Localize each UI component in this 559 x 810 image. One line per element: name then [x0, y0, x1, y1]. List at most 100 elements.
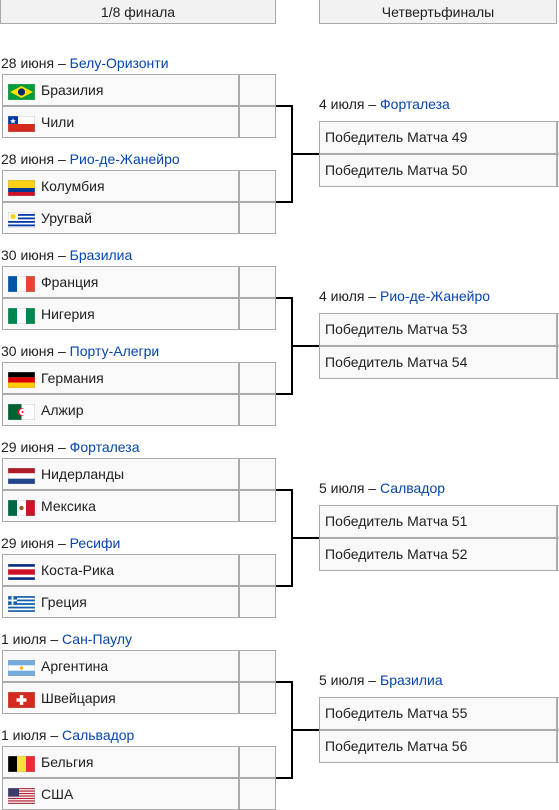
quarterfinal-score-cell [557, 505, 559, 538]
match-date: 29 июня – Ресифи [1, 534, 120, 552]
team-row: Бразилия [2, 74, 239, 106]
team-row: Нигерия [2, 298, 239, 330]
quarterfinal-slot: Победитель Матча 56 [319, 730, 557, 763]
quarterfinal-slot-label: Победитель Матча 51 [325, 513, 468, 529]
quarterfinal-score-cell [557, 154, 559, 187]
match-venue-link[interactable]: Ресифи [69, 535, 121, 551]
team-name-link[interactable]: Бельгия [41, 754, 94, 770]
match-date: 1 июля – Сан-Паулу [1, 630, 132, 648]
score-cell [239, 394, 276, 426]
quarterfinal-slot: Победитель Матча 53 [319, 313, 557, 346]
team-name-link[interactable]: Греция [41, 594, 87, 610]
quarterfinal-score-cell [557, 730, 559, 763]
score-cell [239, 490, 276, 522]
connector-qf4 [276, 681, 319, 779]
score-cell [239, 106, 276, 138]
quarterfinal-venue-link[interactable]: Бразилиа [380, 672, 443, 688]
score-cell [239, 746, 276, 778]
quarterfinal-slot-label: Победитель Матча 52 [325, 546, 468, 562]
team-name-link[interactable]: Бразилия [41, 82, 104, 98]
team-name-link[interactable]: Коста-Рика [41, 562, 115, 578]
team-name-link[interactable]: Мексика [41, 498, 96, 514]
score-cell [239, 586, 276, 618]
match-date-text: 29 июня – [1, 535, 70, 551]
costa-rica-flag-icon [7, 563, 36, 581]
quarterfinal-date: 4 июля – Рио-де-Жанейро [319, 287, 490, 305]
quarterfinal-venue-link[interactable]: Салвадор [380, 480, 446, 496]
match-date-text: 1 июля – [1, 631, 63, 647]
match-date-text: 30 июня – [1, 247, 70, 263]
score-cell [239, 682, 276, 714]
team-row: Коста-Рика [2, 554, 239, 586]
team-name-link[interactable]: Нигерия [41, 306, 95, 322]
quarterfinal-slot-label: Победитель Матча 55 [325, 705, 468, 721]
team-name-link[interactable]: США [41, 786, 74, 802]
quarterfinal-score-cell [557, 346, 559, 379]
quarterfinal-slot: Победитель Матча 50 [319, 154, 557, 187]
team-row: Греция [2, 586, 239, 618]
quarterfinal-score-cell [557, 313, 559, 346]
score-cell [239, 458, 276, 490]
quarterfinal-slot: Победитель Матча 51 [319, 505, 557, 538]
match-date: 1 июля – Сальвадор [1, 726, 134, 744]
team-row: Мексика [2, 490, 239, 522]
score-cell [239, 650, 276, 682]
quarterfinal-venue-link[interactable]: Форталеза [380, 96, 450, 112]
connector-qf2 [276, 297, 319, 395]
match-venue-link[interactable]: Белу-Оризонти [69, 55, 169, 71]
team-name-link[interactable]: Франция [41, 274, 99, 290]
match-date: 28 июня – Белу-Оризонти [1, 54, 169, 72]
match-date-text: 29 июня – [1, 439, 70, 455]
match-date-text: 28 июня – [1, 55, 70, 71]
quarterfinal-score-cell [557, 538, 559, 571]
quarterfinal-date-text: 5 июля – [319, 480, 381, 496]
team-name-link[interactable]: Алжир [41, 402, 84, 418]
score-cell [239, 202, 276, 234]
quarterfinal-date: 4 июля – Форталеза [319, 95, 450, 113]
match-date: 29 июня – Форталеза [1, 438, 139, 456]
match-venue-link[interactable]: Сан-Паулу [62, 631, 133, 647]
quarterfinal-venue-link[interactable]: Рио-де-Жанейро [380, 288, 491, 304]
score-cell [239, 74, 276, 106]
match-venue-link[interactable]: Рио-де-Жанейро [69, 151, 180, 167]
score-cell [239, 170, 276, 202]
argentina-flag-icon [7, 659, 36, 677]
score-cell [239, 554, 276, 586]
usa-flag-icon [7, 787, 36, 805]
team-name-link[interactable]: Колумбия [41, 178, 105, 194]
team-row: Франция [2, 266, 239, 298]
quarterfinal-slot: Победитель Матча 52 [319, 538, 557, 571]
team-name-link[interactable]: Германия [41, 370, 104, 386]
team-name-link[interactable]: Швейцария [41, 690, 116, 706]
team-name-link[interactable]: Нидерланды [41, 466, 125, 482]
team-row: Нидерланды [2, 458, 239, 490]
quarterfinal-slot: Победитель Матча 49 [319, 121, 557, 154]
match-venue-link[interactable]: Форталеза [69, 439, 140, 455]
quarterfinal-date-text: 4 июля – [319, 96, 381, 112]
score-cell [239, 362, 276, 394]
greece-flag-icon [7, 595, 36, 613]
match-venue-link[interactable]: Сальвадор [62, 727, 135, 743]
score-cell [239, 298, 276, 330]
connector-qf3 [276, 489, 319, 587]
quarterfinal-slot-label: Победитель Матча 50 [325, 162, 468, 178]
match-venue-link[interactable]: Порту-Алегри [69, 343, 160, 359]
match-date-text: 28 июня – [1, 151, 70, 167]
team-name-link[interactable]: Аргентина [41, 658, 109, 674]
team-row: Швейцария [2, 682, 239, 714]
team-name-link[interactable]: Чили [41, 114, 75, 130]
quarterfinal-date: 5 июля – Бразилиа [319, 671, 443, 689]
match-venue-link[interactable]: Бразилиа [69, 247, 133, 263]
quarterfinal-slot-label: Победитель Матча 56 [325, 738, 468, 754]
algeria-flag-icon [7, 403, 36, 421]
team-name-link[interactable]: Уругвай [41, 210, 92, 226]
quarterfinal-date-text: 4 июля – [319, 288, 381, 304]
match-date: 30 июня – Бразилиа [1, 246, 132, 264]
connector-qf1 [276, 105, 319, 203]
match-date: 28 июня – Рио-де-Жанейро [1, 150, 180, 168]
quarterfinal-date-text: 5 июля – [319, 672, 381, 688]
quarterfinals-header: Четвертьфиналы [319, 0, 557, 24]
uruguay-flag-icon [7, 211, 36, 229]
team-row: Германия [2, 362, 239, 394]
